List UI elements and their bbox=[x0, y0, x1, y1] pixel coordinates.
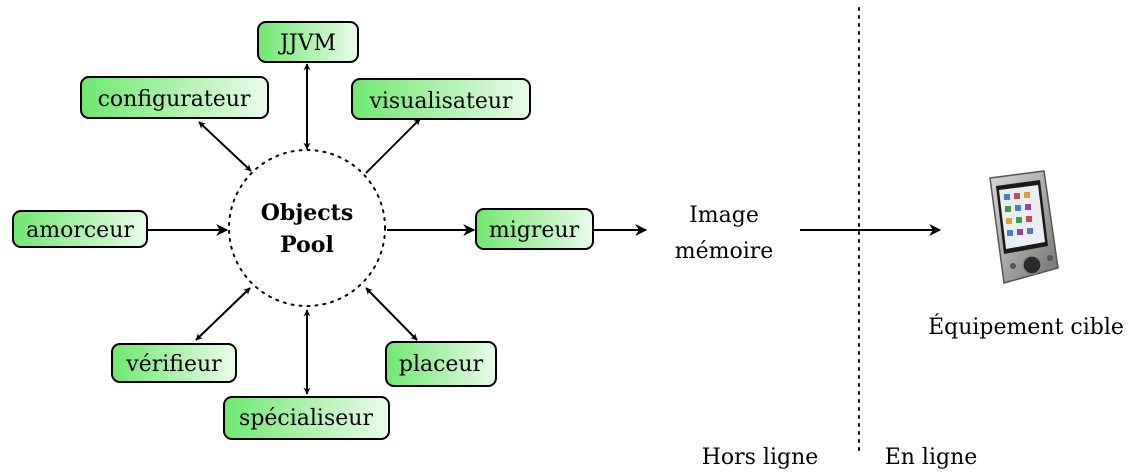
module-migreur-label: migreur bbox=[489, 218, 580, 243]
module-visualisateur: visualisateur bbox=[351, 78, 531, 120]
module-configurateur-label: configurateur bbox=[98, 87, 251, 112]
module-placeur: placeur bbox=[385, 341, 497, 387]
pool-label-line1: Objects bbox=[261, 200, 353, 226]
module-specialiseur-label: spécialiseur bbox=[239, 406, 373, 431]
memory-image: Image mémoire bbox=[675, 203, 774, 264]
arrow-pool-visualisateur bbox=[365, 118, 421, 174]
memory-image-line2: mémoire bbox=[675, 239, 774, 264]
phase-offline-label: Hors ligne bbox=[702, 445, 819, 470]
arrow-pool-placeur bbox=[365, 287, 418, 341]
arrow-verifieur-pool bbox=[195, 287, 251, 341]
objects-pool: Objects Pool bbox=[228, 149, 386, 307]
pool-label-line2: Pool bbox=[280, 232, 334, 258]
module-verifieur-label: vérifieur bbox=[125, 352, 222, 377]
module-specialiseur: spécialiseur bbox=[223, 396, 390, 440]
device-label: Équipement cible bbox=[928, 313, 1124, 340]
module-verifieur: vérifieur bbox=[111, 343, 237, 383]
module-visualisateur-label: visualisateur bbox=[368, 89, 513, 114]
connectors bbox=[148, 63, 942, 395]
module-placeur-label: placeur bbox=[399, 352, 484, 377]
module-jjvm: JJVM bbox=[257, 21, 359, 63]
arrow-configurateur-pool bbox=[198, 121, 252, 172]
module-jjvm-label: JJVM bbox=[278, 31, 336, 56]
phase-online-label: En ligne bbox=[885, 445, 978, 470]
module-amorceur: amorceur bbox=[12, 210, 148, 248]
module-migreur: migreur bbox=[475, 208, 594, 250]
memory-image-line1: Image bbox=[689, 203, 759, 228]
module-configurateur: configurateur bbox=[80, 76, 269, 119]
module-amorceur-label: amorceur bbox=[26, 218, 134, 243]
pda-device-icon bbox=[989, 170, 1059, 284]
